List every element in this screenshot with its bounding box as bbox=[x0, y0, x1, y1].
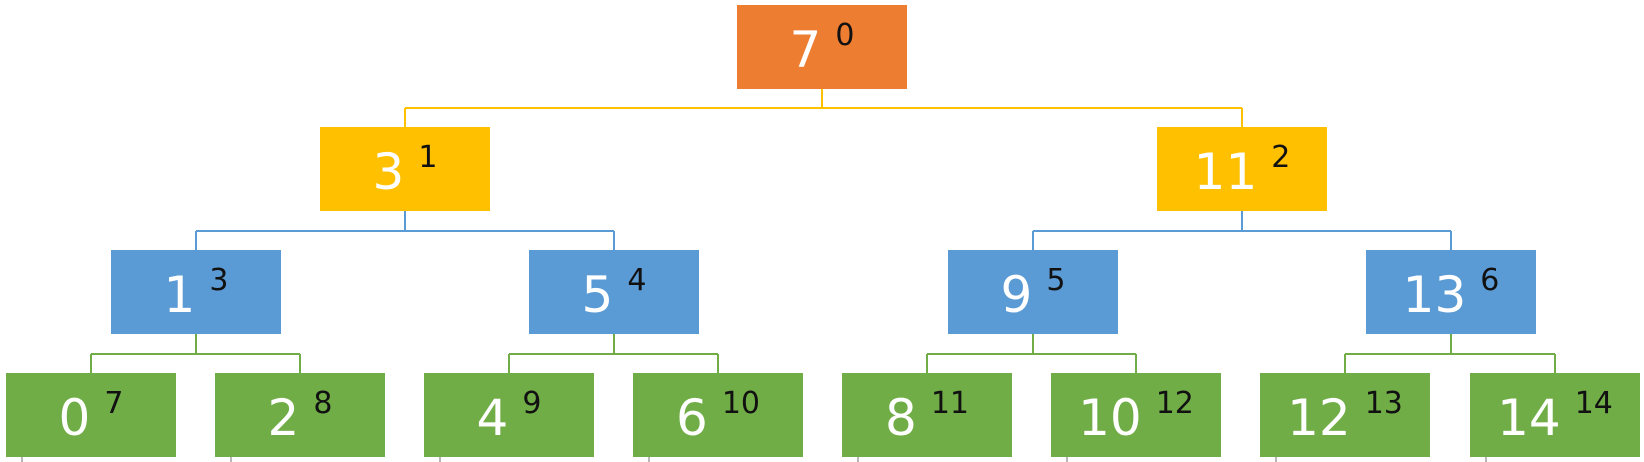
node-index: 2 bbox=[1271, 140, 1291, 175]
node-index: 5 bbox=[1046, 263, 1066, 298]
node-index: 6 bbox=[1480, 263, 1500, 298]
tree-node: 11 2 bbox=[1157, 127, 1327, 211]
tree-node-leaf: 14 14 bbox=[1470, 373, 1640, 457]
node-index: 14 bbox=[1574, 386, 1613, 421]
node-index: 9 bbox=[522, 386, 542, 421]
node-index: 10 bbox=[721, 386, 760, 421]
node-value: 2 bbox=[267, 389, 300, 447]
node-value: 9 bbox=[1000, 266, 1033, 324]
node-index: 0 bbox=[835, 18, 855, 53]
node-index: 8 bbox=[313, 386, 333, 421]
tree-node-leaf: 10 12 bbox=[1051, 373, 1221, 457]
node-value: 3 bbox=[372, 143, 405, 201]
node-value: 14 bbox=[1497, 389, 1561, 447]
node-value: 6 bbox=[676, 389, 708, 447]
tree-node-leaf: 12 13 bbox=[1260, 373, 1430, 457]
node-value: 4 bbox=[476, 389, 509, 447]
tree-node-root: 7 0 bbox=[737, 5, 907, 89]
tree-node: 5 4 bbox=[529, 250, 699, 334]
node-value: 12 bbox=[1287, 389, 1351, 447]
tree-node-leaf: 0 7 bbox=[6, 373, 176, 457]
tree-node-leaf: 8 11 bbox=[842, 373, 1012, 457]
node-index: 1 bbox=[418, 140, 438, 175]
tree-node: 1 3 bbox=[111, 250, 281, 334]
node-value: 5 bbox=[581, 266, 614, 324]
node-value: 11 bbox=[1193, 143, 1258, 201]
node-value: 7 bbox=[789, 21, 822, 79]
tree-node-leaf: 4 9 bbox=[424, 373, 594, 457]
node-index: 3 bbox=[209, 263, 229, 298]
node-index: 12 bbox=[1155, 386, 1194, 421]
node-index: 7 bbox=[104, 386, 124, 421]
node-value: 8 bbox=[885, 389, 917, 447]
node-value: 0 bbox=[58, 389, 91, 447]
tree-node: 9 5 bbox=[948, 250, 1118, 334]
tree-node: 13 6 bbox=[1366, 250, 1536, 334]
node-value: 1 bbox=[163, 266, 196, 324]
tree-node-leaf: 2 8 bbox=[215, 373, 385, 457]
node-index: 13 bbox=[1364, 386, 1403, 421]
tree-node: 3 1 bbox=[320, 127, 490, 211]
node-index: 4 bbox=[627, 263, 647, 298]
tree-node-leaf: 6 10 bbox=[633, 373, 803, 457]
node-index: 11 bbox=[930, 386, 969, 421]
node-value: 10 bbox=[1078, 389, 1142, 447]
node-value: 13 bbox=[1402, 266, 1467, 324]
